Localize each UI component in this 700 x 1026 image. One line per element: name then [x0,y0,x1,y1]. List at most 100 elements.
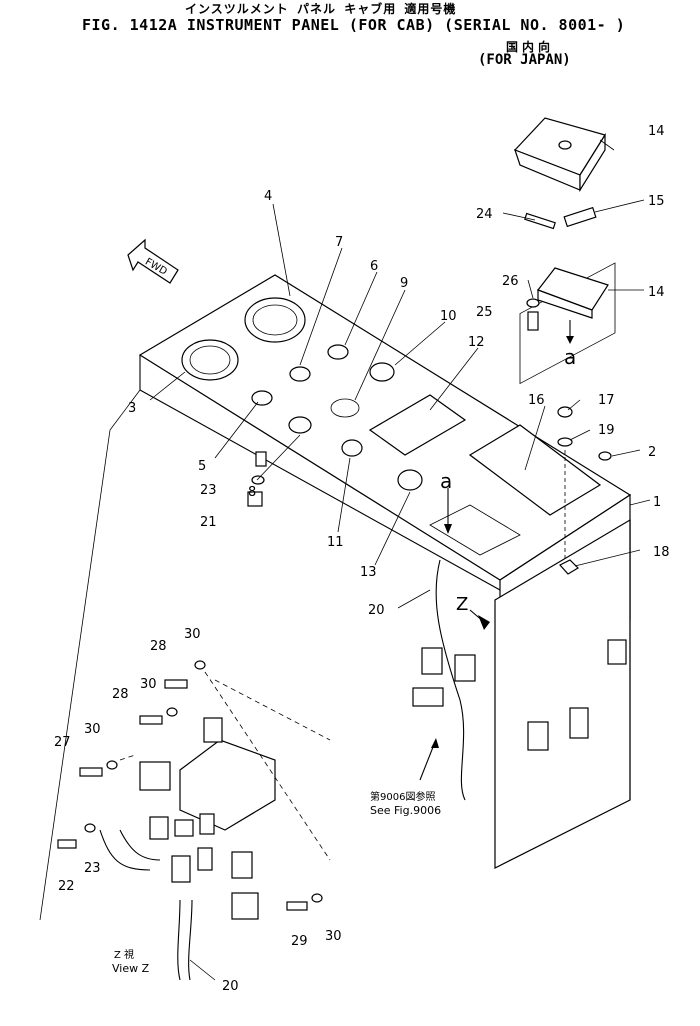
callout-15: 15 [648,194,665,209]
callout-14-top: 14 [648,124,665,139]
japanese-title: インスツルメント パネル キャブ用 適用号機 [185,2,457,16]
washer-19 [557,437,573,447]
callouts: 1 2 3 4 5 6 7 8 9 10 11 12 13 14 14 15 1… [54,124,670,994]
pin-15 [563,206,597,228]
callout-23: 23 [200,483,217,498]
cover-14-top [513,117,606,193]
see-fig-japanese: 第9006図参照 [370,790,435,803]
bolt-29 [286,901,308,911]
relay [139,761,171,791]
bolt-28 [164,679,188,689]
connector [197,847,213,871]
connector [527,721,549,751]
view-z-japanese: Z 視 [114,948,134,961]
callout-4: 4 [264,189,272,204]
switch-11 [341,439,363,457]
washer-30 [106,760,118,770]
callout-5: 5 [198,459,206,474]
bolt-21 [247,491,263,507]
callout-21: 21 [200,515,217,530]
switch-6 [327,344,349,360]
callout-6: 6 [370,259,378,274]
callout-2: 2 [648,445,656,460]
view-z-detail [57,660,331,981]
callout-14: 14 [648,285,665,300]
callout-28-b: 28 [112,687,129,702]
callout-25: 25 [476,305,493,320]
callout-12: 12 [468,335,485,350]
connector [454,654,476,682]
callout-1: 1 [653,495,661,510]
screw [255,451,267,467]
connector [203,717,223,743]
japanese-region: 国内向 [506,40,555,54]
connector [231,851,253,879]
washer-30 [166,707,178,717]
callout-30: 30 [184,627,201,642]
connector [171,855,191,883]
connector [174,819,194,837]
switch-7 [289,366,311,382]
instrument-panel [138,262,632,869]
plate-16 [468,424,602,516]
washer-30 [194,660,206,670]
terminal-14 [537,267,609,319]
screw-25 [527,311,539,331]
washer-23 [84,823,96,833]
key-switch-10 [369,362,395,382]
view-z-label: View Z [112,962,150,975]
callout-20: 20 [368,603,385,618]
view-z-marker: Z [456,594,468,615]
washer-23 [251,475,265,485]
callout-8: 8 [248,485,256,500]
connector [569,707,589,739]
callout-30-c: 30 [84,722,101,737]
callout-10: 10 [440,309,457,324]
cover-12 [368,394,467,456]
nut-18 [559,559,579,575]
connector [421,647,443,675]
see-fig-reference: See Fig.9006 [370,804,441,817]
fwd-arrow: FWD [127,238,179,284]
callout-30-d: 30 [325,929,342,944]
connector [149,816,169,840]
harness-20-z [177,899,181,981]
lamp-8 [288,416,312,434]
callout-9: 9 [400,276,408,291]
bolt-28 [139,715,163,725]
callout-18: 18 [653,545,670,560]
callout-7: 7 [335,235,343,250]
callout-22: 22 [58,879,75,894]
switch-5 [251,390,273,406]
bolt-22 [57,839,77,849]
connector [231,892,259,920]
callout-26: 26 [502,274,519,289]
washer-30 [311,893,323,903]
region-label: (FOR JAPAN) [478,52,571,68]
screw-2 [598,451,612,461]
callout-16: 16 [528,393,545,408]
callout-30-b: 30 [140,677,157,692]
callout-28: 28 [150,639,167,654]
callout-11: 11 [327,535,344,550]
leader-lines [149,139,651,981]
view-a-marker: a [440,469,452,493]
view-a-label: a [564,345,576,369]
callout-3: 3 [128,401,136,416]
washer-26 [526,298,540,308]
callout-24: 24 [476,207,493,222]
callout-19: 19 [598,423,615,438]
callout-13: 13 [360,565,377,580]
connector [607,639,627,665]
throttle-13 [397,469,423,491]
connector [199,813,215,835]
callout-29: 29 [291,934,308,949]
bolt-27 [79,767,103,777]
callout-17: 17 [598,393,615,408]
callout-20-z: 20 [222,979,239,994]
connector [412,687,444,707]
harness-20 [435,559,466,801]
clip-24 [524,212,556,230]
figure-title: FIG. 1412A INSTRUMENT PANEL (FOR CAB) (S… [82,16,626,34]
